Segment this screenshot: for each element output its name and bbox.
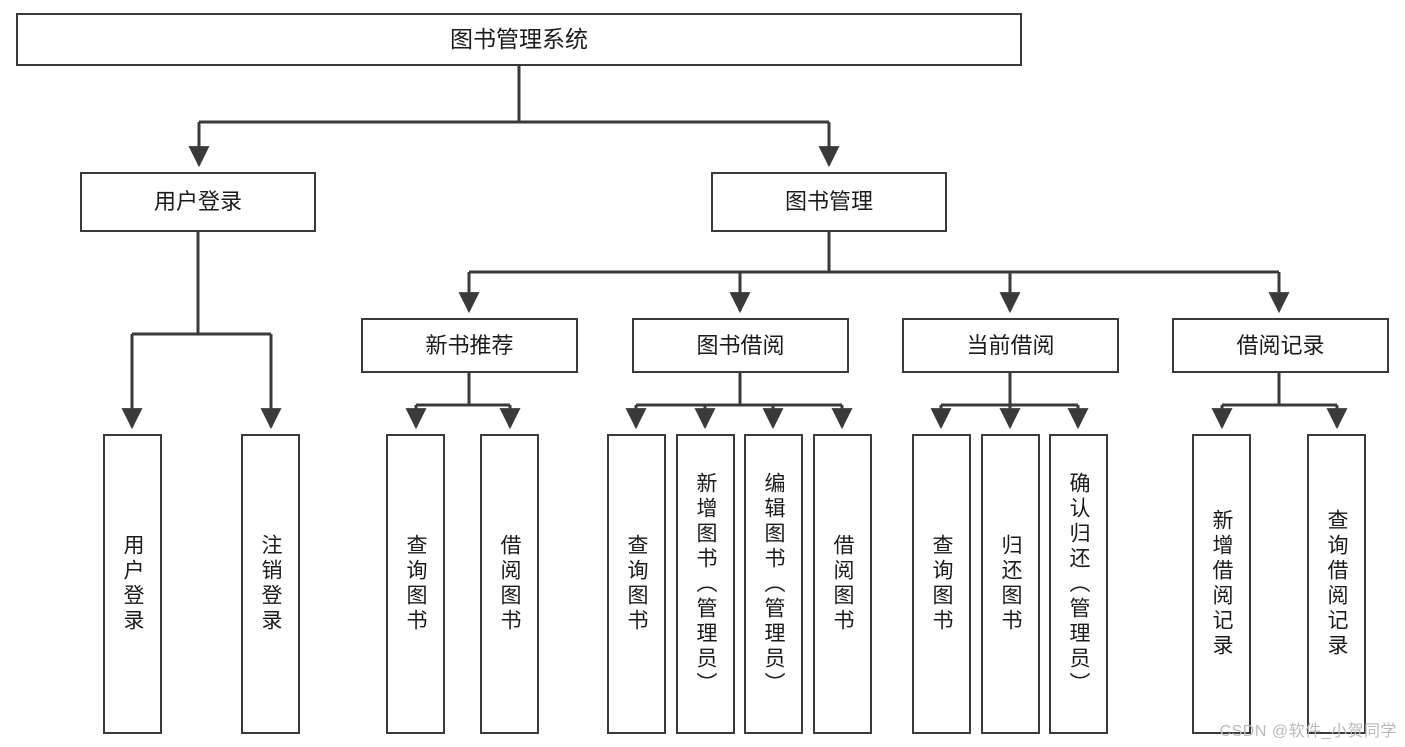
leaf-confirm-return-admin[interactable]: 确认归还（管理员） — [1049, 434, 1108, 734]
node-label: 新增借阅记录 — [1210, 509, 1233, 659]
node-label: 借阅记录 — [1236, 332, 1325, 358]
node-label: 查询借阅记录 — [1325, 509, 1348, 659]
node-label: 新书推荐 — [425, 332, 514, 358]
leaf-return-book[interactable]: 归还图书 — [981, 434, 1040, 734]
leaf-query-book-current[interactable]: 查询图书 — [912, 434, 971, 734]
node-root-book-management-system[interactable]: 图书管理系统 — [16, 13, 1022, 66]
node-label: 注销登录 — [259, 534, 282, 634]
node-borrowing-record[interactable]: 借阅记录 — [1172, 318, 1389, 373]
node-current-borrowing[interactable]: 当前借阅 — [902, 318, 1119, 373]
node-label: 用户登录 — [153, 189, 242, 215]
node-label: 新增图书（管理员） — [694, 471, 717, 697]
node-label: 图书管理 — [784, 189, 873, 215]
leaf-query-borrow-record[interactable]: 查询借阅记录 — [1307, 434, 1366, 734]
watermark: CSDN @软件_小贺同学 — [1219, 723, 1397, 740]
node-book-management[interactable]: 图书管理 — [711, 172, 947, 232]
node-label: 图书管理系统 — [450, 25, 588, 52]
leaf-edit-book-admin[interactable]: 编辑图书（管理员） — [744, 434, 803, 734]
node-new-book-recommendation[interactable]: 新书推荐 — [361, 318, 578, 373]
node-label: 查询图书 — [625, 534, 648, 634]
node-label: 用户登录 — [121, 534, 144, 634]
node-label: 借阅图书 — [831, 534, 854, 634]
leaf-add-book-admin[interactable]: 新增图书（管理员） — [676, 434, 735, 734]
node-label: 确认归还（管理员） — [1067, 471, 1090, 697]
node-label: 查询图书 — [404, 534, 427, 634]
node-label: 编辑图书（管理员） — [762, 471, 785, 697]
node-label: 当前借阅 — [966, 332, 1055, 358]
node-label: 查询图书 — [930, 534, 953, 634]
node-book-borrowing[interactable]: 图书借阅 — [632, 318, 849, 373]
leaf-borrow-book-recommend[interactable]: 借阅图书 — [480, 434, 539, 734]
node-label: 图书借阅 — [696, 332, 785, 358]
node-label: 借阅图书 — [498, 534, 521, 634]
leaf-borrow-book[interactable]: 借阅图书 — [813, 434, 872, 734]
leaf-query-book-borrow[interactable]: 查询图书 — [607, 434, 666, 734]
leaf-add-borrow-record[interactable]: 新增借阅记录 — [1192, 434, 1251, 734]
leaf-query-book-recommend[interactable]: 查询图书 — [386, 434, 445, 734]
node-label: 归还图书 — [999, 534, 1022, 634]
leaf-logout[interactable]: 注销登录 — [241, 434, 300, 734]
leaf-user-login[interactable]: 用户登录 — [103, 434, 162, 734]
node-user-login[interactable]: 用户登录 — [80, 172, 316, 232]
